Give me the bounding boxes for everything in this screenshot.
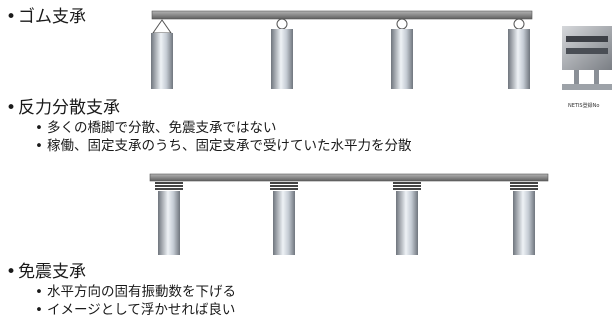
subitem-text: 稼働、固定支承のうち、固定支承で受けていた水平力を分散 [47, 138, 412, 154]
sub-bullet-dot: • [35, 302, 43, 318]
pier [271, 29, 293, 89]
layered-bearing-icon [155, 182, 183, 190]
pier [151, 33, 173, 89]
subitem-isolation-1: •水平方向の固有振動数を下げる [35, 284, 236, 301]
pier [513, 191, 535, 255]
bullet-dot: • [6, 7, 17, 27]
layered-bearing-icon [510, 182, 538, 190]
bearing-photo-plate [566, 48, 608, 54]
rubber-bearing-diagram [151, 10, 533, 89]
sub-bullet-dot: • [35, 120, 43, 136]
bullet-dot: • [6, 262, 17, 282]
bullet-reaction-distribution-bearing: •反力分散支承 [6, 98, 120, 118]
photo-caption: NETIS登録No [568, 103, 600, 109]
bullet-rubber-bearing: •ゴム支承 [6, 7, 86, 27]
heading-rubber-bearing: ゴム支承 [18, 7, 86, 27]
pier [396, 191, 418, 255]
pier [273, 191, 295, 255]
pier [508, 29, 530, 89]
bearing-photo-base [562, 84, 612, 90]
bearing-photo-bolt [574, 70, 579, 84]
heading-reaction-distribution-bearing: 反力分散支承 [18, 98, 120, 118]
sub-bullet-dot: • [35, 138, 43, 154]
subitem-distribution-2: •稼働、固定支承のうち、固定支承で受けていた水平力を分散 [35, 138, 412, 155]
bearing-photo [562, 26, 612, 90]
reaction-distribution-diagram [149, 173, 549, 255]
subitem-text: 多くの橋脚で分散、免震支承ではない [47, 120, 277, 136]
subitem-isolation-2: •イメージとして浮かせれば良い [35, 302, 235, 319]
pier [158, 191, 180, 255]
sub-bullet-dot: • [35, 284, 43, 300]
heading-seismic-isolation-bearing: 免震支承 [18, 262, 86, 282]
bullet-dot: • [6, 98, 17, 118]
subitem-distribution-1: •多くの橋脚で分散、免震支承ではない [35, 120, 277, 137]
bearing-photo-bolt [594, 70, 599, 84]
subitem-text: イメージとして浮かせれば良い [47, 302, 236, 318]
bearing-photo-plate [566, 36, 608, 42]
fixed-bearing-icon [152, 19, 172, 34]
girder [149, 173, 549, 182]
girder [151, 10, 533, 20]
subitem-text: 水平方向の固有振動数を下げる [47, 284, 236, 300]
roller-bearing-icon [396, 18, 408, 30]
layered-bearing-icon [393, 182, 421, 190]
roller-bearing-icon [276, 18, 288, 30]
pier [391, 29, 413, 89]
layered-bearing-icon [270, 182, 298, 190]
bullet-seismic-isolation-bearing: •免震支承 [6, 262, 86, 282]
roller-bearing-icon [513, 18, 525, 30]
